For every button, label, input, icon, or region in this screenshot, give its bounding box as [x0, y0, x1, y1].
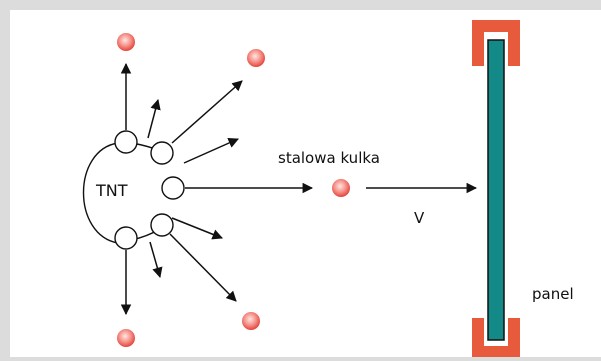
red-steel-ball-icon	[247, 49, 265, 67]
arrow-lower-right	[169, 233, 237, 302]
red-steel-ball-icon	[117, 329, 135, 347]
arrow-short-up	[147, 98, 161, 139]
panel-label: panel	[532, 285, 574, 303]
velocity-label: V	[414, 209, 425, 227]
tnt-label: TNT	[95, 181, 128, 200]
arrow-upper-right	[171, 80, 243, 144]
ring-circle-bottom-left	[114, 226, 138, 250]
red-steel-ball-icon	[117, 33, 135, 51]
arrow-right-up	[183, 138, 239, 164]
panel-core	[487, 39, 505, 341]
red-steel-ball-icon	[242, 312, 260, 330]
red-steel-ball-icon	[332, 179, 350, 197]
panel-icon	[472, 20, 520, 360]
arrow-right-down	[171, 217, 223, 240]
steel-ball-label: stalowa kulka	[278, 149, 380, 167]
ring-circle-top-right	[150, 141, 174, 165]
tnt-charge-outline	[82, 142, 119, 244]
arrow-short-down	[149, 241, 163, 279]
ring-circle-bottom-right	[150, 213, 174, 237]
ring-circle-middle	[161, 176, 185, 200]
ring-circle-top-left	[114, 130, 138, 154]
